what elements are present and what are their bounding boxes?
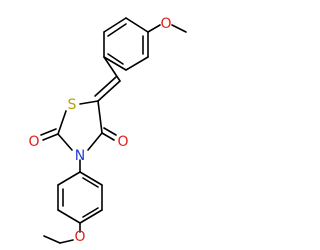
bond	[79, 100, 99, 105]
bond	[82, 207, 99, 218]
methoxyphenyl-ring	[103, 17, 149, 71]
bond	[57, 209, 81, 224]
bond	[42, 133, 59, 141]
bond	[171, 24, 187, 33]
bond	[101, 132, 115, 141]
sulfur-atom-label: S	[68, 97, 77, 113]
bond	[59, 239, 74, 244]
bond	[125, 56, 149, 71]
molecule-structure: S N O O O O	[28, 16, 187, 245]
ethoxy-oxygen-label: O	[74, 229, 85, 245]
methoxy-oxygen-label: O	[160, 16, 171, 32]
bond	[97, 80, 121, 102]
thiazolidinedione-ring	[40, 100, 117, 151]
bond	[79, 209, 103, 224]
nitrogen-atom-label: N	[75, 148, 85, 164]
benzylidene-linker	[94, 56, 121, 102]
bond	[82, 177, 99, 188]
bond	[107, 23, 127, 37]
carbonyl-oxygen-left-label: O	[28, 134, 39, 150]
bond	[107, 53, 124, 65]
bond	[103, 56, 127, 71]
bond	[57, 133, 73, 151]
carbonyl-oxygen-right-label: O	[117, 134, 128, 150]
bond	[87, 132, 103, 151]
bond	[103, 17, 127, 33]
bond	[40, 128, 57, 136]
molecule-structure-canvas: S N O O O O	[28, 16, 187, 245]
ethoxy-group	[43, 222, 81, 244]
methoxy-group	[147, 24, 187, 33]
bond	[147, 24, 161, 33]
bond	[94, 76, 117, 97]
bond	[103, 127, 117, 136]
bond	[125, 17, 149, 33]
bond	[57, 110, 67, 135]
ethoxyphenyl-ring	[57, 171, 103, 224]
bond	[97, 100, 103, 134]
bond	[103, 56, 121, 82]
bond	[57, 171, 81, 186]
bond	[79, 171, 103, 186]
bond	[43, 235, 61, 244]
